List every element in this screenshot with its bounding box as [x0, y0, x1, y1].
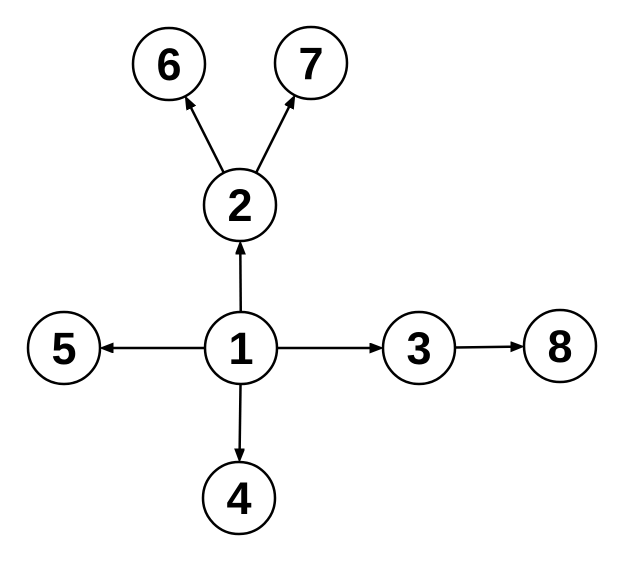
edge-2-to-6 — [191, 108, 225, 174]
graph-node-8: 8 — [522, 308, 598, 384]
node-6-label: 6 — [156, 39, 181, 90]
node-3-circle — [381, 310, 457, 386]
graph-node-2: 2 — [202, 167, 278, 243]
graph-node-3: 3 — [381, 310, 457, 386]
node-3-label: 3 — [406, 323, 431, 374]
edge-1-to-4 — [240, 383, 241, 449]
node-6-circle — [131, 26, 207, 102]
node-5-label: 5 — [51, 323, 76, 374]
node-1-label: 1 — [228, 323, 253, 374]
node-7-circle — [273, 25, 349, 101]
node-1-circle — [203, 310, 279, 386]
graph-node-4: 4 — [201, 460, 277, 536]
node-5-circle — [26, 310, 102, 386]
node-8-label: 8 — [547, 321, 572, 372]
graph-node-5: 5 — [26, 310, 102, 386]
graph-node-7: 7 — [273, 25, 349, 101]
graph-node-1: 1 — [203, 310, 279, 386]
node-2-label: 2 — [227, 180, 252, 231]
node-8-circle — [522, 308, 598, 384]
node-4-label: 4 — [226, 473, 251, 524]
graph-node-6: 6 — [131, 26, 207, 102]
node-4-circle — [201, 460, 277, 536]
edge-3-to-8 — [454, 347, 511, 348]
node-2-circle — [202, 167, 278, 243]
node-7-label: 7 — [298, 38, 323, 89]
edge-2-to-7 — [254, 107, 289, 174]
